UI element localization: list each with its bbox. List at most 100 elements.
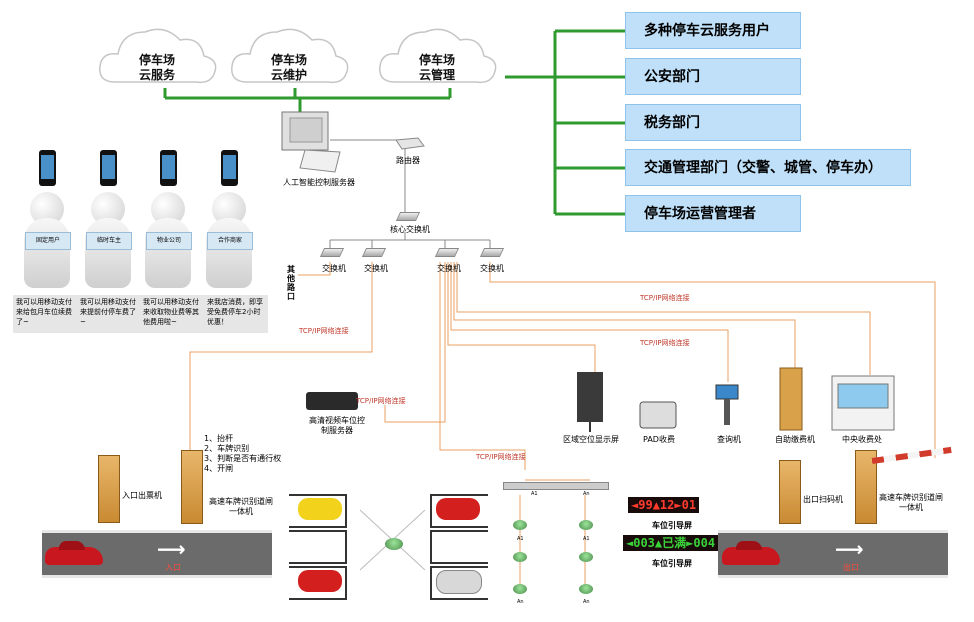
user-card: 固定用户 [25,232,71,250]
step-item: 4、开闸 [204,464,234,473]
parked-car-icon [298,498,342,520]
switch-icon [434,248,460,257]
arrow-right-icon: ⟶ [835,537,864,561]
video-server-icon [306,392,358,410]
switch-icon [319,248,345,257]
car-icon [722,541,780,565]
entry-road-label: 入口 [165,563,181,572]
parking-slot [289,566,347,600]
cloud-management-line2: 云管理 [418,68,455,82]
parked-car-icon [436,498,480,520]
exit-road-label: 出口 [843,563,859,572]
dept-parking-operator: 停车场运营管理者 [625,195,801,232]
dept-traffic: 交通管理部门（交警、城管、停车办） [625,149,911,186]
pad-icon [639,401,677,429]
led-value: 已满 [662,536,687,550]
cloud-maintenance-line1: 停车场 [270,53,307,67]
switch-label: 交换机 [480,264,504,273]
parking-slot [430,530,488,564]
cloud-maintenance: 停车场 云维护 [259,53,319,83]
sensor-label: An [517,599,524,605]
parking-slot [289,494,347,528]
switch-icon [479,248,505,257]
network-label: TCP/IP网络连接 [356,397,406,405]
switch-icon [361,248,387,257]
core-switch-label: 核心交换机 [390,225,430,234]
led-value: 003 [633,536,655,550]
led-value: 004 [693,536,716,550]
sensor-label: A1 [517,536,524,542]
dept-tax: 税务部门 [625,104,801,141]
cloud-management-line1: 停车场 [418,53,455,67]
switch-label: 交换机 [322,264,346,273]
dept-cloud-users: 多种停车云服务用户 [625,12,801,49]
pad-label: PAD收费 [643,435,675,444]
sensor-label: A1 [531,491,538,497]
other-ports-label: 其他路口 [287,265,295,301]
core-switch-icon [395,212,421,221]
cloud-service: 停车场 云服务 [127,53,187,83]
user-card: 临时车主 [86,232,132,250]
step-item: 2、车牌识别 [204,444,250,453]
user-card: 合作商家 [207,232,253,250]
guide-label: 车位引导屏 [652,521,692,530]
arrow-up-icon: ▲ [652,498,660,512]
phone-icon [100,150,117,186]
sensor-icon [579,552,593,562]
arrow-up-icon: ▲ [654,536,663,550]
step-item: 1、抬杆 [204,434,234,443]
lpr-gate-icon [181,450,203,524]
parking-slot [430,566,488,600]
network-label: TCP/IP网络连接 [476,453,526,461]
guide-screen: ◄003▲已满►004 [623,535,719,551]
cloud-management: 停车场 云管理 [407,53,467,83]
cloud-maintenance-line2: 云维护 [270,68,307,82]
sensor-icon [513,584,527,594]
sensor-label: An [583,599,590,605]
guide-screen: ◄99▲12►01 [628,497,700,513]
network-label: TCP/IP网络连接 [640,294,690,302]
car-icon [45,541,103,565]
query-label: 查询机 [717,435,741,444]
sensor-icon [579,584,593,594]
server-label: 人工智能控制服务器 [283,178,355,187]
user-bubble: 我可以用移动支付来给包月车位续费了~ [13,295,77,333]
query-machine-icon [715,384,739,425]
led-value: 12 [659,498,675,512]
sensor-bus-icon [503,482,609,490]
sensor-icon [513,520,527,530]
phone-icon [39,150,56,186]
led-value: 99 [638,498,653,512]
user-bubble: 我可以用移动支付来提前付停车费了~ [77,295,141,333]
network-label: TCP/IP网络连接 [640,339,690,347]
cloud-service-line1: 停车场 [138,53,175,67]
parking-slot [289,530,347,564]
exit-lpr-gate-icon [855,450,877,524]
user-card: 物业公司 [146,232,192,250]
router-icon [395,137,425,150]
led-value: 01 [681,498,697,512]
switch-label: 交换机 [364,264,388,273]
lpr-gate-label: 高速车牌识别道闸一体机 [209,497,273,516]
parking-slot [430,494,488,528]
exit-scan-label: 出口扫码机 [803,495,843,504]
arrow-right-icon: ⟶ [157,537,186,561]
central-label: 中央收费处 [842,435,882,444]
self-pay-kiosk-icon [779,367,803,431]
network-label: TCP/IP网络连接 [299,327,349,335]
sensor-icon [513,552,527,562]
guide-label: 车位引导屏 [652,559,692,568]
switch-label: 交换机 [437,264,461,273]
user-bubble: 来我店消费，即享受免费停车2小时优惠！ [204,295,268,333]
router-label: 路由器 [396,156,420,165]
cloud-service-line2: 云服务 [138,68,175,82]
user-bubble: 我可以用移动支付来收取物业费等其他费用啦~ [140,295,204,333]
video-server-label: 高清视频车位控制服务器 [309,416,365,435]
exit-scan-machine-icon [779,460,801,524]
dept-police: 公安部门 [625,58,801,95]
sensor-icon [579,520,593,530]
sensor-label: A1 [583,536,590,542]
parked-car-icon [436,570,482,594]
central-booth-icon [831,375,895,431]
